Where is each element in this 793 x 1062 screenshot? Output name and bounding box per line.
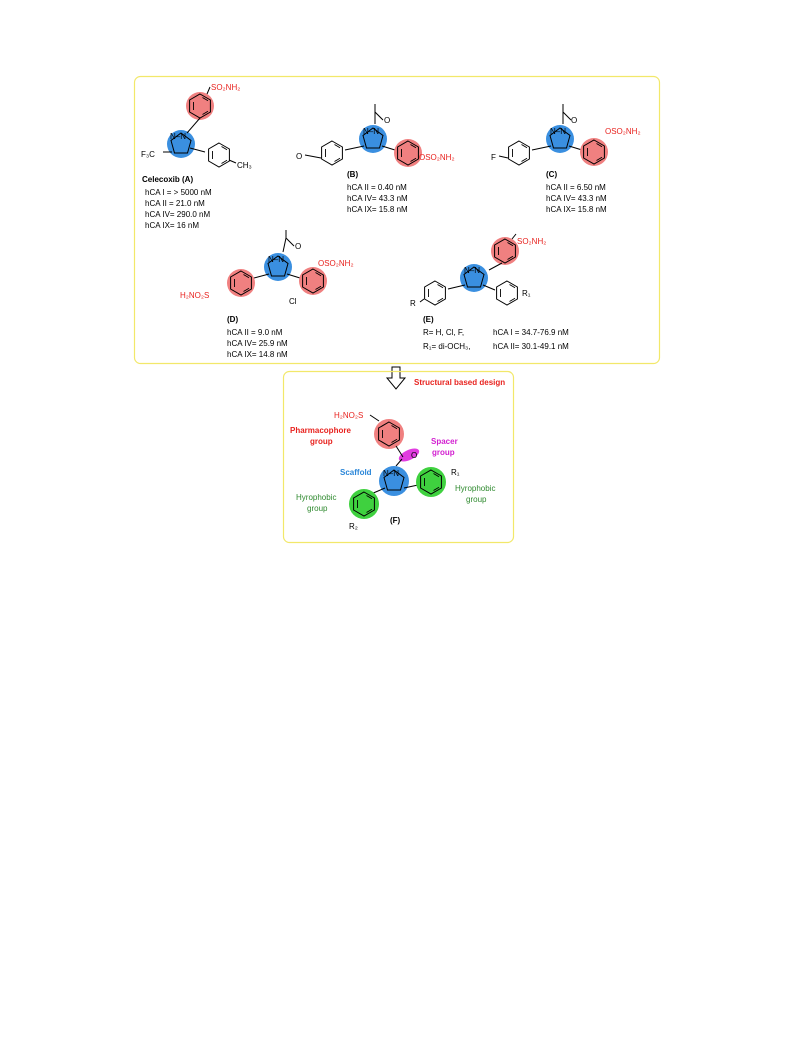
sulfamate-label: OSO₂NH₂	[605, 127, 641, 136]
chloro-label: Cl	[289, 297, 297, 306]
ring-n-label: N–N	[268, 255, 284, 264]
activity-line: hCA IV= 25.9 nM	[227, 339, 288, 348]
scaffold-highlight	[379, 466, 409, 496]
substituent-line: R= H, Cl, F,	[423, 328, 464, 337]
design-arrow: Structural based design	[385, 366, 505, 390]
design-title: (F)	[390, 516, 401, 525]
hydrophobic-left-label: group	[307, 504, 328, 513]
pharmacophore-label: Pharmacophore	[290, 426, 351, 435]
activity-line: hCA II = 0.40 nM	[347, 183, 407, 192]
sulfonamide-label: SO₂NH₂	[211, 83, 240, 92]
activity-line: hCA IX= 14.8 nM	[227, 350, 288, 359]
substituent-line: R₁= di-OCH₃,	[423, 342, 471, 351]
spacer-label: Spacer	[431, 437, 458, 446]
compound-c: O N–N F OSO₂NH₂ (C) hCA II = 6.50 nM hCA…	[491, 104, 641, 214]
methoxy-label: O	[296, 152, 302, 161]
pharmacophore-highlight	[186, 92, 214, 120]
carbonyl-label: O	[571, 116, 577, 125]
pharmacophore-highlight	[299, 267, 327, 295]
carbonyl-label: O	[384, 116, 390, 125]
activity-line: hCA I = > 5000 nM	[145, 188, 212, 197]
sulfonamide-label: SO₂NH₂	[517, 237, 546, 246]
spacer-label: group	[432, 448, 455, 457]
activity-line: hCA IV= 43.3 nM	[546, 194, 607, 203]
design-frame	[282, 370, 515, 544]
pharmacophore-highlight	[227, 269, 255, 297]
compound-b: O N–N O OSO₂NH₂ (B) hCA II = 0.40 nM hCA…	[296, 104, 455, 214]
sulfonamide-label: H₂NO₂S	[180, 291, 209, 300]
compound-a-title: Celecoxib (A)	[142, 175, 193, 184]
arrow-label: Structural based design	[414, 378, 505, 387]
ch3-label: CH₃	[237, 161, 252, 170]
fluoro-label: F	[491, 153, 496, 162]
cf3-label: F₃C	[141, 150, 155, 159]
sulfamate-label: OSO₂NH₂	[318, 259, 354, 268]
compound-e: SO₂NH₂ N–N R R₁ (E) R= H, Cl, F, R₁= di-…	[410, 233, 569, 351]
ring-n-label: N–N	[550, 127, 566, 136]
activity-line: hCA II = 9.0 nM	[227, 328, 283, 337]
hydrophobic-right-label: group	[466, 495, 487, 504]
pharmacophore-highlight	[580, 138, 608, 166]
pharmacophore-highlight	[491, 237, 519, 265]
compound-d-title: (D)	[227, 315, 238, 324]
r1-label: R₁	[451, 468, 460, 477]
r2-label: R₂	[349, 522, 358, 531]
activity-line: hCA IV= 290.0 nM	[145, 210, 210, 219]
ring-n-label: N–N	[383, 469, 399, 478]
design-compound-f: H₂NO₂S Pharmacophore group O Spacer grou…	[290, 411, 495, 531]
activity-line: hCA II = 21.0 nM	[145, 199, 205, 208]
activity-line: hCA IV= 43.3 nM	[347, 194, 408, 203]
hydrophobic-right-label: Hyrophobic	[455, 484, 495, 493]
r-label: R	[410, 299, 416, 308]
activity-line: hCA II = 6.50 nM	[546, 183, 606, 192]
sulfonamide-label: H₂NO₂S	[334, 411, 363, 420]
activity-line: hCA IX= 16 nM	[145, 221, 199, 230]
spacer-highlight	[398, 448, 420, 462]
ring-n-label: N–N	[363, 127, 379, 136]
compound-d: O N–N H₂NO₂S OSO₂NH₂ Cl (D) hCA II = 9.0…	[180, 230, 354, 359]
carbonyl-label: O	[295, 242, 301, 251]
compound-e-title: (E)	[423, 315, 434, 324]
compound-c-title: (C)	[546, 170, 557, 179]
compound-a: SO₂NH₂ N–N F₃C CH₃ Celecoxib (A) hCA I =…	[141, 83, 252, 230]
pharmacophore-label: group	[310, 437, 333, 446]
hydrophobic-left-label: Hyrophobic	[296, 493, 336, 502]
activity-line: hCA IX= 15.8 nM	[546, 205, 607, 214]
scaffold-label: Scaffold	[340, 468, 372, 477]
ring-n-label: N–N	[170, 132, 186, 141]
r1-label: R₁	[522, 289, 531, 298]
pharmacophore-highlight	[394, 139, 422, 167]
reference-compounds-frame	[133, 75, 661, 365]
sulfamate-label: OSO₂NH₂	[419, 153, 455, 162]
carbonyl-label: O	[411, 451, 417, 460]
activity-line: hCA II= 30.1-49.1 nM	[493, 342, 569, 351]
activity-line: hCA IX= 15.8 nM	[347, 205, 408, 214]
ring-n-label: N–N	[464, 266, 480, 275]
activity-line: hCA I = 34.7-76.9 nM	[493, 328, 569, 337]
compound-b-title: (B)	[347, 170, 358, 179]
